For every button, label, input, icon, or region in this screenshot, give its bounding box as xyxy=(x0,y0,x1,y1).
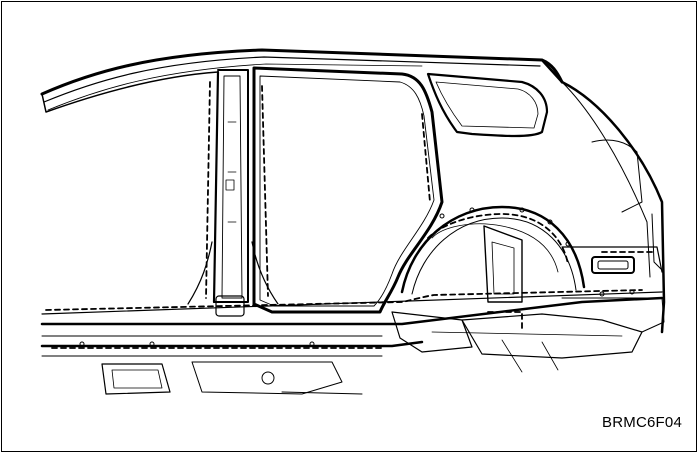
quarter-window xyxy=(426,72,549,138)
b-pillar xyxy=(187,69,279,317)
figure-reference-code: BRMC6F04 xyxy=(602,414,682,431)
rocker-sill xyxy=(40,291,664,357)
front-door-opening xyxy=(41,70,220,304)
rear-wheel-arch xyxy=(400,205,586,303)
rear-door-opening xyxy=(252,66,444,314)
fastener-holes xyxy=(79,207,635,347)
sealer-bead-lines xyxy=(45,81,653,349)
underbody xyxy=(101,297,665,395)
rear-quarter-panel xyxy=(540,58,666,334)
roof-rail xyxy=(40,48,564,111)
